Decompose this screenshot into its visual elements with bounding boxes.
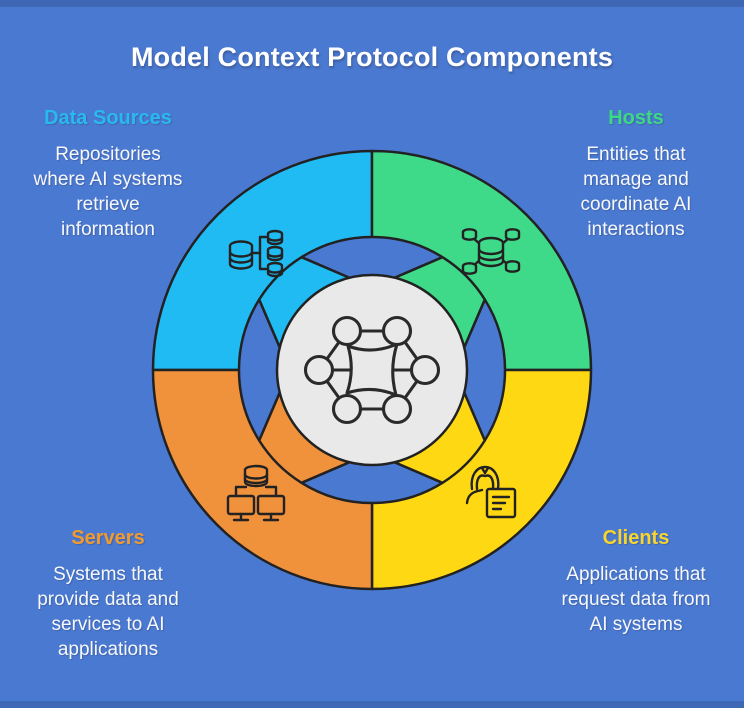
data-sources-description: Repositories where AI systems retrieve i…	[8, 142, 208, 242]
server-monitors-icon	[226, 464, 286, 522]
text-line: applications	[57, 639, 159, 660]
top-border-strip	[0, 0, 744, 7]
text-line: manage and	[583, 169, 689, 190]
clients-description: Applications that request data from AI s…	[536, 562, 736, 637]
servers-text-block: Servers Systems that provide data and se…	[8, 527, 208, 662]
hosts-text-block: Hosts Entities that manage and coordinat…	[538, 107, 734, 242]
hosts-label: Hosts	[608, 107, 664, 129]
distributed-database-icon	[461, 228, 521, 275]
clients-text-block: Clients Applications that request data f…	[536, 527, 736, 637]
text-line: coordinate AI	[580, 194, 692, 215]
text-line: Entities that	[586, 144, 686, 165]
text-line: information	[61, 219, 155, 240]
text-line: where AI systems	[33, 169, 183, 190]
text-line: Applications that	[566, 564, 706, 585]
hosts-description: Entities that manage and coordinate AI i…	[538, 142, 734, 242]
text-line: provide data and	[37, 589, 179, 610]
text-line: services to AI	[51, 614, 165, 635]
user-document-icon	[465, 465, 517, 519]
data-sources-text-block: Data Sources Repositories where AI syste…	[8, 107, 208, 242]
clients-label: Clients	[602, 527, 670, 549]
page-title: Model Context Protocol Components	[130, 42, 614, 72]
servers-label: Servers	[71, 527, 145, 549]
text-line: interactions	[587, 219, 685, 240]
text-line: retrieve	[76, 194, 140, 215]
servers-description: Systems that provide data and services t…	[8, 562, 208, 662]
network-hub-icon	[303, 315, 441, 425]
bottom-border-strip	[0, 701, 744, 708]
text-line: Repositories	[55, 144, 161, 165]
text-line: AI systems	[589, 614, 683, 635]
text-line: request data from	[561, 589, 711, 610]
database-tree-icon	[228, 229, 284, 278]
text-line: Systems that	[53, 564, 163, 585]
data-sources-label: Data Sources	[44, 107, 172, 129]
